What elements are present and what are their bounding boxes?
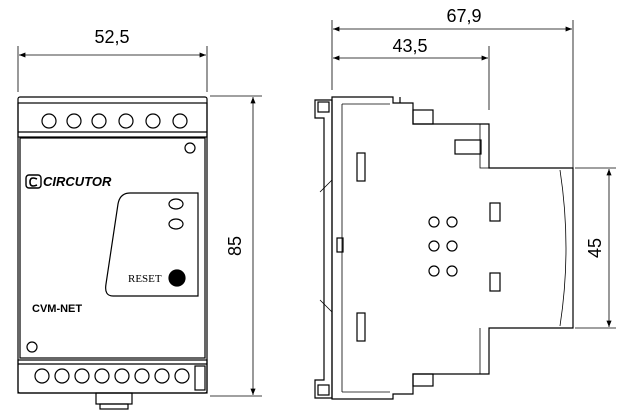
vent-slot: [356, 312, 366, 342]
side-housing: [331, 96, 574, 400]
terminal-screw: [118, 113, 134, 129]
terminal-screw: [74, 368, 90, 384]
terminal-screw: [34, 368, 50, 384]
front-width-dimension: [17, 46, 208, 92]
side-partial-depth-label: 43,5: [392, 36, 427, 56]
terminal-screw: [114, 368, 130, 384]
front-width-label: 52,5: [94, 27, 129, 47]
front-housing: [17, 96, 208, 394]
reset-button: [168, 269, 186, 287]
side-overall-depth-label: 67,9: [446, 6, 481, 26]
reset-label: RESET: [128, 273, 162, 285]
top-terminal-strip: [17, 102, 208, 138]
panel-hole: [26, 341, 38, 353]
terminal-screw: [134, 368, 150, 384]
din-clip: [95, 392, 133, 405]
label-window: [454, 139, 482, 155]
terminal-screw: [145, 113, 161, 129]
model-label: CVM-NET: [32, 303, 82, 315]
side-holes: [428, 216, 458, 277]
side-height-label: 45: [585, 238, 605, 258]
vent-slot: [356, 152, 366, 182]
front-height-dimension: [210, 95, 262, 397]
display-window: [105, 192, 199, 297]
top-clip-tab: [412, 109, 434, 125]
terminal-screw: [91, 113, 107, 129]
terminal-screw: [54, 368, 70, 384]
side-view: [314, 20, 616, 400]
led-indicator: [168, 198, 184, 210]
terminal-screw: [94, 368, 110, 384]
side-partial-depth-dimension: [333, 46, 490, 110]
terminal-screw: [172, 113, 188, 129]
front-panel: [19, 137, 206, 359]
bottom-side-tab: [194, 365, 206, 391]
vent-slot: [489, 272, 501, 292]
panel-hole: [184, 142, 196, 154]
led-indicator: [168, 218, 184, 230]
front-view: [17, 46, 262, 410]
side-height-dimension: [575, 167, 616, 329]
top-terminals: [41, 113, 188, 129]
brand-label: CIRCUTOR: [43, 174, 112, 189]
side-overall-depth-dimension: [331, 20, 574, 180]
circutor-logo: [25, 174, 42, 189]
bottom-terminal-strip: [17, 359, 208, 394]
terminal-screw: [174, 368, 190, 384]
din-rail-clip: [314, 99, 333, 399]
terminal-screw: [66, 113, 82, 129]
terminal-screw: [41, 113, 57, 129]
bottom-clip-tab: [412, 373, 434, 387]
bottom-terminals: [34, 368, 190, 384]
vent-slot: [489, 202, 501, 222]
front-height-label: 85: [225, 236, 245, 256]
terminal-screw: [154, 368, 170, 384]
